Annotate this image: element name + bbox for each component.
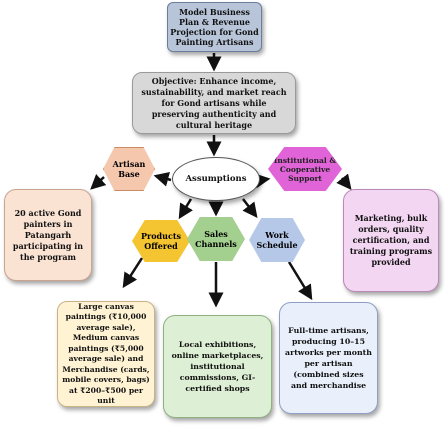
objective-box: Objective: Enhance income, sustainabilit…: [132, 72, 296, 134]
institutional-support-hexagon: Institutional & Cooperative Support: [268, 147, 342, 191]
arrow-assumptions-to-work: [242, 198, 258, 218]
institutional-support-text: Institutional & Cooperative Support: [273, 155, 337, 183]
institutional-support-detail-text: Marketing, bulk orders, quality certific…: [349, 213, 433, 267]
sales-channels-detail-box: Local exhibitions, online marketplaces, …: [163, 315, 272, 418]
work-schedule-detail-box: Full-time artisans, producing 10–15 artw…: [279, 302, 378, 414]
assumptions-text: Assumptions: [185, 174, 247, 184]
title-text: Model Business Plan & Revenue Projection…: [170, 7, 259, 47]
products-offered-hexagon: Products Offered: [132, 220, 190, 262]
sales-channels-hexagon: Sales Channels: [187, 217, 245, 261]
work-schedule-text: Work Schedule: [256, 230, 298, 250]
arrow-institutional-to-detail: [336, 173, 352, 190]
arrow-assumptions-to-institutional: [254, 173, 271, 189]
title-box: Model Business Plan & Revenue Projection…: [167, 2, 262, 52]
assumptions-ellipse: Assumptions: [172, 157, 260, 201]
artisan-base-detail-box: 20 active Gond painters in Patangarh par…: [4, 189, 92, 281]
work-schedule-detail-text: Full-time artisans, producing 10–15 artw…: [285, 326, 372, 390]
objective-text: Objective: Enhance income, sustainabilit…: [141, 75, 287, 130]
artisan-base-hexagon: Artisan Base: [103, 147, 155, 191]
arrow-assumptions-to-artisan-base: [153, 171, 172, 187]
arrow-products-to-detail: [122, 257, 144, 289]
sales-channels-detail-text: Local exhibitions, online marketplaces, …: [171, 340, 264, 393]
arrow-artisan-base-to-detail: [90, 174, 107, 190]
artisan-base-detail-text: 20 active Gond painters in Patangarh par…: [12, 207, 84, 262]
products-offered-text: Products Offered: [140, 231, 182, 251]
artisan-base-text: Artisan Base: [112, 159, 146, 179]
arrow-work-to-detail: [287, 261, 313, 301]
work-schedule-hexagon: Work Schedule: [249, 218, 305, 262]
arrow-assumptions-to-products: [178, 198, 193, 220]
sales-channels-text: Sales Channels: [195, 229, 237, 249]
institutional-support-detail-box: Marketing, bulk orders, quality certific…: [343, 189, 439, 292]
products-offered-detail-text: Large canvas paintings (₹10,000 average …: [62, 301, 150, 406]
products-offered-detail-box: Large canvas paintings (₹10,000 average …: [57, 301, 155, 407]
